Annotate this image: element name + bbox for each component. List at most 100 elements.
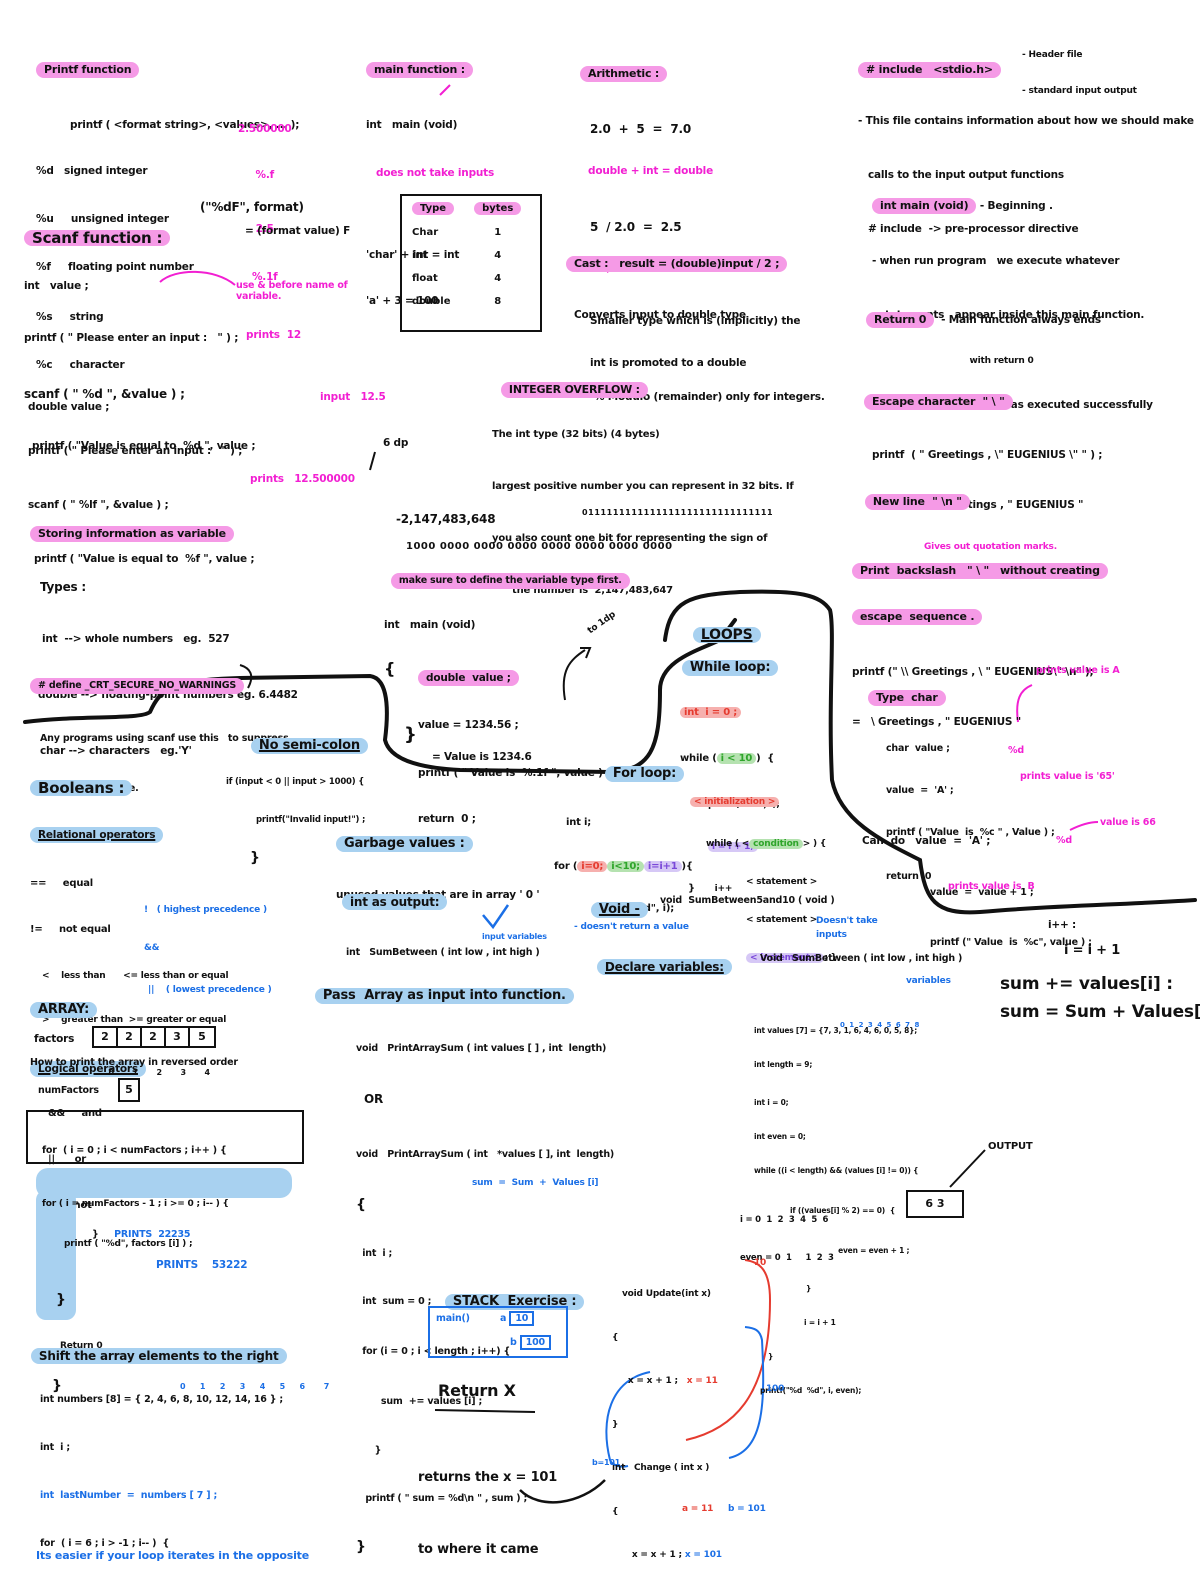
pass-array-title: Pass Array as input into function.: [314, 988, 574, 1004]
generic-while-code: < initialization > while ( <condition> )…: [690, 772, 837, 978]
semicolon-code: if (input < 0 || input > 1000) { printf(…: [226, 777, 366, 866]
type-char-can-do: Can do value = 'A' ; value = value + 1 ;…: [862, 835, 1092, 948]
backslash-title-2: escape sequence .: [852, 609, 983, 625]
overflow-bits-min: 1000 0000 0000 0000 0000 0000 0000 0000: [406, 541, 673, 552]
forward-loop-box: for ( i = 0 ; i < numFactors ; i++ ) { p…: [26, 1110, 304, 1240]
even-count-code: int values [7] = {7, 3, 1, 6, 4, 6, 0, 5…: [754, 1026, 919, 1395]
rounding-section: int main (void) {: [384, 619, 476, 678]
relational-row: == equal: [30, 878, 94, 889]
output-box: 6 3: [906, 1190, 964, 1218]
spec-row: %s string: [36, 311, 104, 323]
type-char-note-top: prints value is A: [1036, 665, 1120, 676]
input-note: input 12.5: [320, 391, 386, 403]
escape-title: Escape character " \ ": [864, 394, 1013, 410]
rounding-annotation: to 1dp: [585, 609, 618, 637]
shift-tip: Its easier if your loop iterates in the …: [36, 1549, 309, 1562]
printf-signature: printf ( <format string>, <values>, ... …: [70, 119, 300, 131]
printf-section: Printf function printf ( <format string>…: [36, 34, 299, 386]
relational-row: < less than <= less than or equal: [42, 971, 229, 981]
scanf-format-note2: = (format value) F: [245, 225, 351, 237]
booleans-title: Booleans :: [30, 780, 133, 796]
relational-row: > greater than >= greater or equal: [42, 1015, 227, 1025]
printf-notes: 2.500000 %.f 2.5 %.1f: [238, 123, 292, 283]
relational-row: != not equal: [30, 924, 111, 935]
type-char-title: Type char: [868, 690, 946, 706]
spec-row: %u unsigned integer: [36, 213, 169, 225]
scanf-title: Scanf function :: [24, 230, 171, 246]
pass-array-code: void PrintArraySum ( int values [ ] , in…: [356, 1043, 615, 1555]
stack-result-a: a = 11: [682, 1504, 714, 1514]
int-main-section: int main (void) - Beginning . - when run…: [872, 198, 1145, 321]
sum-expanded: sum = Sum + Values[i]: [1000, 1002, 1200, 1022]
return-x-lines: returns the x = 101 to where it came fro…: [418, 1470, 558, 1557]
void-inputs-note: Doesn't take inputs: [816, 916, 878, 940]
include-side-notes: - Header file - standard input output: [1022, 50, 1137, 96]
reverse-loop-highlight-stem: [36, 1190, 76, 1320]
backslash-section: Print backslash " \ " without creating e…: [852, 535, 1108, 743]
semicolon-title: No semi-colon: [250, 738, 368, 754]
ampersand-note: use & before name of variable.: [236, 280, 348, 302]
rounding-decl: double value ;: [418, 670, 519, 686]
declare-title-wrap: Declare variables:: [590, 945, 732, 975]
printf-title: Printf function: [36, 62, 140, 78]
digits-note: 6 dp: [383, 437, 409, 449]
stack-frame-label: main(): [436, 1313, 470, 1324]
stack-frame-main: main() a 10 b 100: [428, 1306, 568, 1358]
for-loop-title: For loop:: [604, 766, 685, 782]
type-char-section: Type char char value ; value = 'A' ; pri…: [868, 662, 1055, 898]
spec-row: %d signed integer: [36, 165, 148, 177]
type-char-note-66: value is 66: [1100, 817, 1156, 828]
reverse-loop-highlight: [36, 1168, 292, 1198]
main-function-title: main function :: [366, 62, 473, 78]
reverse-loop-note: PRINTS 53222: [156, 1259, 248, 1271]
input-variables-note: input variables: [482, 932, 547, 941]
semicolon-title-wrap: No semi-colon: [244, 724, 368, 754]
type-char-note-bottom: prints value is '65': [1020, 771, 1115, 782]
declare-title: Declare variables:: [596, 959, 732, 975]
storing-title: Storing information as variable: [30, 526, 234, 542]
cast-title: Cast : result = (double)input / 2 ;: [566, 256, 788, 272]
define-first-wrap: make sure to define the variable type fi…: [384, 559, 630, 589]
loops-title-wrap: LOOPS: [686, 613, 761, 643]
void-title: Void -: [590, 902, 648, 918]
overflow-negative: -2,147,483,648: [396, 512, 496, 526]
stack-code: void Update(int x) { x = x + 1 ; x = 11 …: [612, 1289, 722, 1560]
scanf-section: Scanf function : int value ; printf ( " …: [24, 229, 256, 452]
pass-array-note: sum = Sum + Values [i]: [472, 1178, 599, 1188]
while-loop-title: While loop:: [681, 660, 779, 676]
shift-code: int numbers [8] = { 2, 4, 6, 8, 10, 12, …: [40, 1394, 284, 1549]
overflow-title-wrap: INTEGER OVERFLOW :: [494, 368, 648, 398]
define-first-note: make sure to define the variable type fi…: [390, 573, 630, 589]
return-zero-title: Return 0: [866, 312, 935, 328]
double-scanf-section: double value ; printf ( " Please enter a…: [28, 401, 255, 565]
void-title-wrap: Void -: [584, 888, 648, 918]
rounding-close: }: [404, 724, 417, 745]
logical-title: Logical operators: [30, 1061, 146, 1077]
array-title: ARRAY:: [30, 1002, 98, 1018]
relational-title: Relational operators: [30, 827, 164, 843]
sum-compound: sum += values[i] :: [1000, 974, 1173, 994]
increment-expr: i = i + 1: [1064, 943, 1121, 958]
spec-row: %f floating point number: [36, 261, 194, 273]
overflow-bits-ones: 0111111111111111111111111111111: [582, 508, 774, 517]
reverse-loop-code: for ( i = numFactors - 1 ; i >= 0 ; i-- …: [42, 1199, 229, 1394]
double-prints-note: prints 12.500000: [250, 473, 355, 485]
for-title-wrap: For loop:: [598, 752, 685, 782]
newline-title: New line " \n ": [864, 494, 970, 510]
stack-result-b: b = 101: [728, 1504, 766, 1514]
array-section: ARRAY: How to print the array in reverse…: [30, 1002, 238, 1068]
newline-wrap: New line " \n ": [858, 480, 970, 510]
define-title: # define _CRT_SECURE_NO_WARNINGS: [30, 678, 244, 694]
return-x-title: Return X: [438, 1381, 516, 1400]
scanf-format-note: ("%dF", format): [200, 200, 304, 214]
include-section: # include <stdio.h> - This file contains…: [858, 62, 1194, 235]
shift-title: Shift the array elements to the right: [30, 1348, 287, 1364]
loops-title: LOOPS: [692, 627, 761, 643]
stack-var-b: b 100: [510, 1335, 551, 1350]
booleans-section: Booleans : Relational operators == equal…: [30, 752, 229, 1227]
arithmetic-section: Arithmetic : 2.0 + 5 = 7.0 double + int …: [580, 38, 801, 384]
scanf-prints-note: prints 12: [246, 329, 301, 341]
